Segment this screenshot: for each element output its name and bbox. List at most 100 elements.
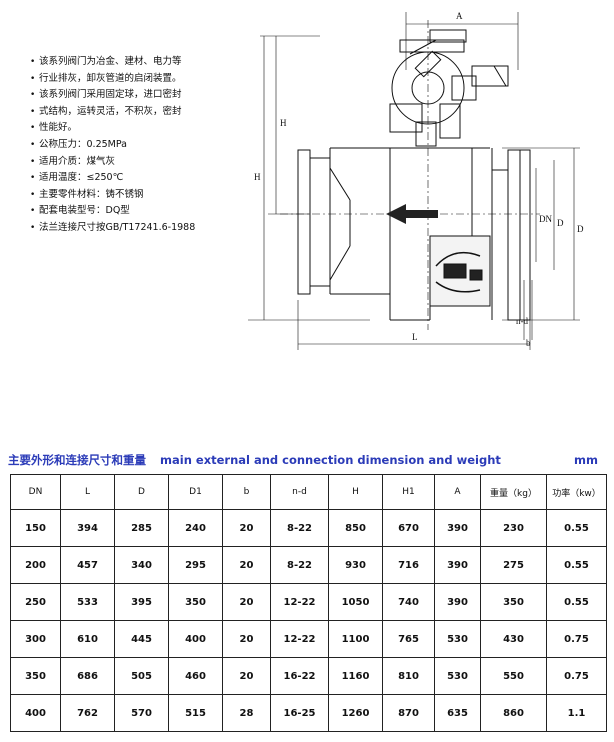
table-cell: 390 (434, 546, 481, 584)
table-cell: 765 (382, 620, 435, 658)
header-cell: L (60, 474, 115, 510)
table-cell: 240 (168, 509, 223, 547)
table-cell: 445 (114, 620, 169, 658)
table-cell: 300 (10, 620, 61, 658)
table-cell: 740 (382, 583, 435, 621)
header-cell: D (114, 474, 169, 510)
dim-label-dn: DN (539, 214, 552, 224)
table-cell: 670 (382, 509, 435, 547)
table-cell: 230 (480, 509, 547, 547)
table-cell: 635 (434, 694, 481, 732)
dim-label-d1: D (557, 218, 564, 228)
table-cell: 860 (480, 694, 547, 732)
header-cell: n-d (270, 474, 329, 510)
feature-item: 配套电装型号：DQ型 (30, 203, 230, 220)
table-cell: 28 (222, 694, 271, 732)
table-row: 200 457 340 295 20 8-22 930 716 390 275 … (10, 546, 607, 584)
table-cell: 390 (434, 509, 481, 547)
table-cell: 1160 (328, 657, 383, 695)
table-cell: 400 (168, 620, 223, 658)
table-cell: 400 (10, 694, 61, 732)
feature-list: 该系列阀门为冶金、建材、电力等 行业排灰，卸灰管道的启闭装置。 该系列阀门采用固… (30, 54, 230, 237)
table-cell: 350 (480, 583, 547, 621)
dimension-table: DN L D D1 b n-d H H1 A 重量（kg） 功率（kw） 150… (10, 474, 607, 732)
dim-label-d: D (577, 224, 584, 234)
table-row: 250 533 395 350 20 12-22 1050 740 390 35… (10, 583, 607, 621)
header-cell: D1 (168, 474, 223, 510)
table-cell: 20 (222, 509, 271, 547)
table-cell: 0.55 (546, 583, 607, 621)
table-cell: 530 (434, 657, 481, 695)
unit-label: mm (574, 453, 598, 467)
table-cell: 570 (114, 694, 169, 732)
header-cell: 重量（kg） (480, 474, 547, 510)
table-row: 400 762 570 515 28 16-25 1260 870 635 86… (10, 694, 607, 732)
table-cell: 0.55 (546, 509, 607, 547)
table-cell: 285 (114, 509, 169, 547)
header-cell: A (434, 474, 481, 510)
feature-item: 式结构，运转灵活，不积灰，密封 (30, 104, 230, 121)
dim-label-l: L (412, 332, 418, 342)
table-cell: 394 (60, 509, 115, 547)
table-cell: 295 (168, 546, 223, 584)
feature-item: 行业排灰，卸灰管道的启闭装置。 (30, 71, 230, 88)
table-cell: 0.75 (546, 657, 607, 695)
table-cell: 870 (382, 694, 435, 732)
feature-item: 性能好。 (30, 120, 230, 137)
table-cell: 1050 (328, 583, 383, 621)
table-row: 300 610 445 400 20 12-22 1100 765 530 43… (10, 620, 607, 658)
table-cell: 1.1 (546, 694, 607, 732)
table-cell: 550 (480, 657, 547, 695)
header-cell: H1 (382, 474, 435, 510)
table-heading-zh: 主要外形和连接尺寸和重量 (8, 453, 146, 467)
table-cell: 530 (434, 620, 481, 658)
feature-item: 适用温度：≤250℃ (30, 170, 230, 187)
table-cell: 810 (382, 657, 435, 695)
table-cell: 850 (328, 509, 383, 547)
table-cell: 12-22 (270, 620, 329, 658)
header-cell: H (328, 474, 383, 510)
table-cell: 1260 (328, 694, 383, 732)
table-cell: 390 (434, 583, 481, 621)
table-cell: 20 (222, 583, 271, 621)
dim-label-h1: H (280, 118, 287, 128)
table-cell: 275 (480, 546, 547, 584)
table-cell: 395 (114, 583, 169, 621)
table-cell: 200 (10, 546, 61, 584)
dim-label-a: A (456, 11, 463, 21)
table-cell: 460 (168, 657, 223, 695)
valve-drawing: A H H DN D D n-d b L (248, 11, 584, 350)
table-cell: 350 (168, 583, 223, 621)
table-heading: 主要外形和连接尺寸和重量 main external and connectio… (8, 452, 606, 468)
table-cell: 16-22 (270, 657, 329, 695)
dim-label-h: H (254, 172, 261, 182)
table-cell: 350 (10, 657, 61, 695)
table-cell: 20 (222, 620, 271, 658)
table-cell: 716 (382, 546, 435, 584)
table-cell: 8-22 (270, 509, 329, 547)
table-cell: 250 (10, 583, 61, 621)
table-row: 150 394 285 240 20 8-22 850 670 390 230 … (10, 509, 607, 547)
table-cell: 533 (60, 583, 115, 621)
feature-item: 该系列阀门为冶金、建材、电力等 (30, 54, 230, 71)
table-cell: 16-25 (270, 694, 329, 732)
table-cell: 0.55 (546, 546, 607, 584)
table-cell: 150 (10, 509, 61, 547)
feature-item: 公称压力：0.25MPa (30, 137, 230, 154)
feature-item: 法兰连接尺寸按GB/T17241.6-1988 (30, 220, 230, 237)
table-cell: 762 (60, 694, 115, 732)
table-row: 350 686 505 460 20 16-22 1160 810 530 55… (10, 657, 607, 695)
header-cell: 功率（kw） (546, 474, 607, 510)
table-cell: 8-22 (270, 546, 329, 584)
table-cell: 20 (222, 546, 271, 584)
table-cell: 930 (328, 546, 383, 584)
table-cell: 12-22 (270, 583, 329, 621)
table-cell: 686 (60, 657, 115, 695)
table-cell: 1100 (328, 620, 383, 658)
table-cell: 610 (60, 620, 115, 658)
dim-label-b: b (526, 338, 531, 348)
table-cell: 430 (480, 620, 547, 658)
table-cell: 20 (222, 657, 271, 695)
feature-item: 主要零件材料：铸不锈钢 (30, 187, 230, 204)
header-cell: b (222, 474, 271, 510)
